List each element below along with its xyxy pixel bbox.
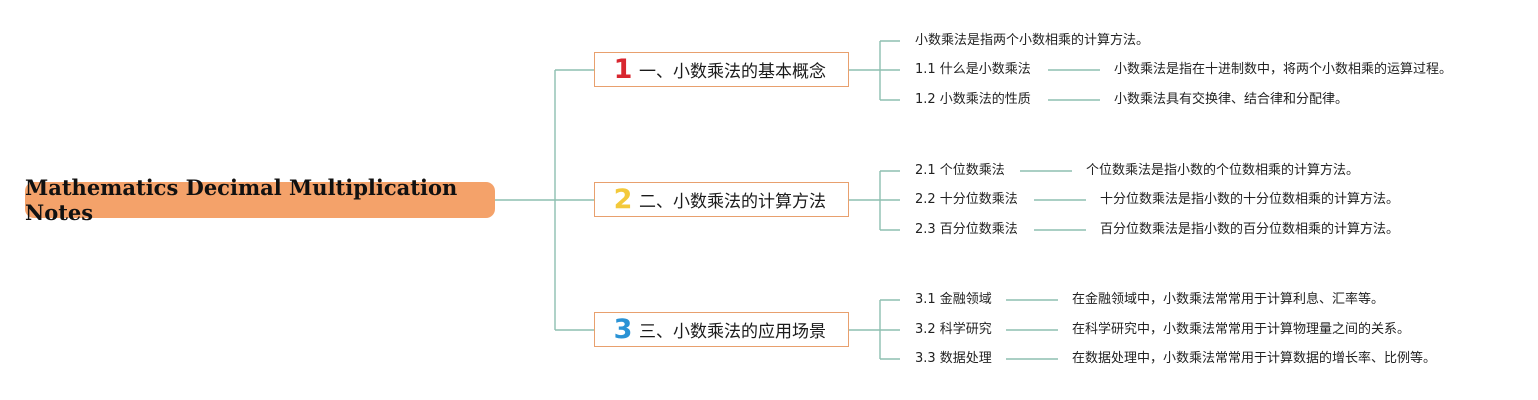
number-3-badge: 3 — [613, 314, 633, 345]
branch-2-item-1-detail[interactable]: 个位数乘法是指小数的个位数相乘的计算方法。 — [1086, 163, 1360, 178]
number-2-badge: 2 — [613, 184, 633, 215]
branch-3-item-2-label[interactable]: 3.2 科学研究 — [915, 322, 992, 337]
branch-1-intro[interactable]: 小数乘法是指两个小数相乘的计算方法。 — [915, 33, 1150, 48]
branch-topic-2[interactable]: 2 二、小数乘法的计算方法 — [594, 182, 849, 217]
branch-2-item-3-detail[interactable]: 百分位数乘法是指小数的百分位数相乘的计算方法。 — [1100, 222, 1400, 237]
branch-3-title: 三、小数乘法的应用场景 — [639, 322, 826, 342]
branch-3-item-1-detail[interactable]: 在金融领域中，小数乘法常常用于计算利息、汇率等。 — [1072, 292, 1385, 307]
branch-2-item-2-detail[interactable]: 十分位数乘法是指小数的十分位数相乘的计算方法。 — [1100, 192, 1400, 207]
branch-topic-1[interactable]: 1 一、小数乘法的基本概念 — [594, 52, 849, 87]
branch-2-item-3-label[interactable]: 2.3 百分位数乘法 — [915, 222, 1018, 237]
branch-1-item-2-label[interactable]: 1.2 小数乘法的性质 — [915, 92, 1031, 107]
branch-1-title: 一、小数乘法的基本概念 — [639, 62, 826, 82]
branch-1-item-1-label[interactable]: 1.1 什么是小数乘法 — [915, 62, 1031, 77]
branch-3-item-2-detail[interactable]: 在科学研究中，小数乘法常常用于计算物理量之间的关系。 — [1072, 322, 1411, 337]
branch-topic-3[interactable]: 3 三、小数乘法的应用场景 — [594, 312, 849, 347]
root-title: Mathematics Decimal Multiplication Notes — [25, 175, 458, 225]
branch-2-item-2-label[interactable]: 2.2 十分位数乘法 — [915, 192, 1018, 207]
branch-3-item-1-label[interactable]: 3.1 金融领域 — [915, 292, 992, 307]
number-1-badge: 1 — [613, 54, 633, 85]
branch-3-item-3-detail[interactable]: 在数据处理中，小数乘法常常用于计算数据的增长率、比例等。 — [1072, 351, 1437, 366]
branch-1-item-1-detail[interactable]: 小数乘法是指在十进制数中，将两个小数相乘的运算过程。 — [1114, 62, 1453, 77]
branch-2-item-1-label[interactable]: 2.1 个位数乘法 — [915, 163, 1005, 178]
branch-1-item-2-detail[interactable]: 小数乘法具有交换律、结合律和分配律。 — [1114, 92, 1349, 107]
branch-3-item-3-label[interactable]: 3.3 数据处理 — [915, 351, 992, 366]
root-topic[interactable]: Mathematics Decimal Multiplication Notes — [25, 175, 495, 225]
branch-2-title: 二、小数乘法的计算方法 — [639, 192, 826, 212]
